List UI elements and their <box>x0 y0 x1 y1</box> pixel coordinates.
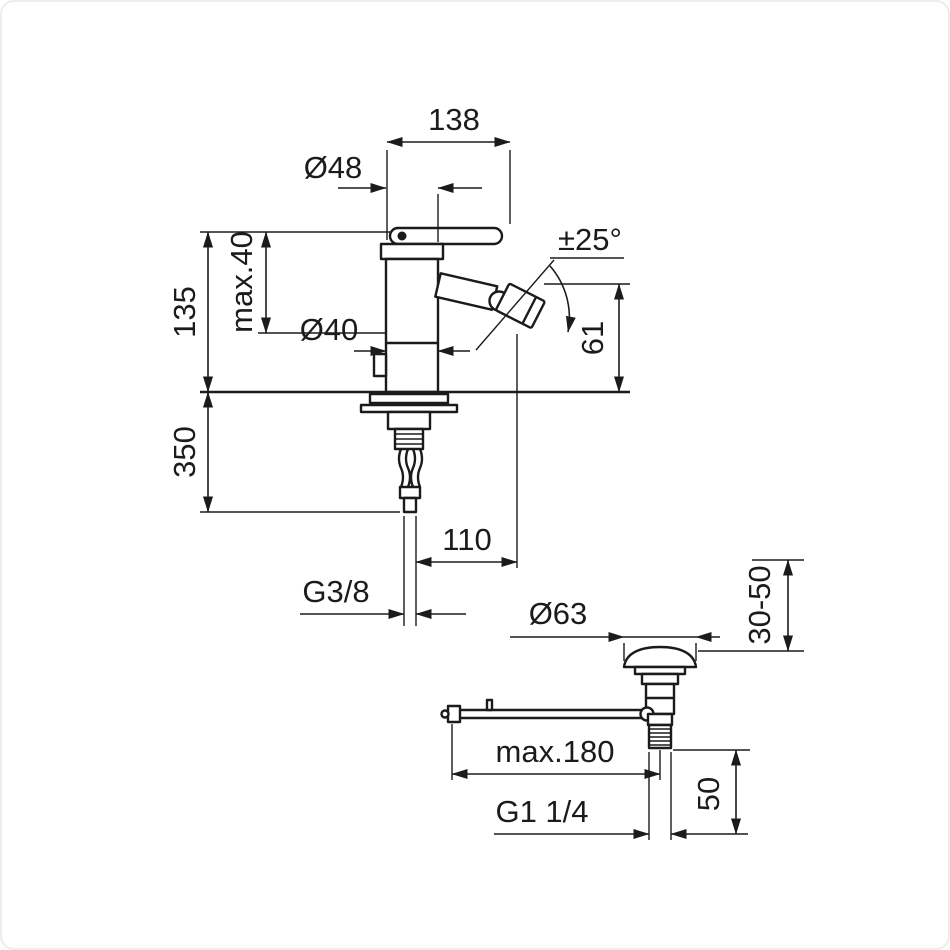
dim-hose-length-label: 350 <box>167 426 202 478</box>
dim-waste-thread: G1 1/4 <box>494 752 748 840</box>
hose-line <box>409 448 417 488</box>
dim-hose-length: 350 <box>167 391 400 513</box>
dim-base-diameter-label: Ø40 <box>300 312 359 347</box>
dim-max-deck-label: max.40 <box>224 231 259 333</box>
waste-cap-dome <box>622 645 698 669</box>
hose-thread-tip <box>402 496 418 514</box>
dim-overall-width: 138 <box>386 102 511 240</box>
hose-connector <box>398 485 422 500</box>
dim-spout-projection: 110 <box>415 334 518 568</box>
spout-tube-outline <box>434 272 499 311</box>
dim-cap-diameter: Ø63 <box>510 596 720 661</box>
dim-tail-length: 50 <box>673 749 750 835</box>
dim-waste-thread-label: G1 1/4 <box>495 794 588 829</box>
waste-lower-body <box>646 712 674 727</box>
faucet-cap <box>379 242 445 261</box>
angle-diagonal-line <box>475 259 555 351</box>
dim-tail-length-label: 50 <box>691 777 726 811</box>
dim-swivel-angle: ±25° <box>475 222 624 351</box>
dim-height-range-label: 30-50 <box>742 565 777 644</box>
hose-line <box>404 448 412 488</box>
dim-base-diameter: Ø40 <box>300 312 470 356</box>
dim-outlet-height: 61 <box>544 283 630 393</box>
base-flange <box>368 392 450 405</box>
spout-tube <box>434 272 499 311</box>
angle-arc <box>549 265 576 333</box>
mounting-nut <box>386 410 432 431</box>
faucet-front-view <box>200 226 630 514</box>
dim-overall-width-label: 138 <box>428 102 480 137</box>
dim-rod-length-label: max.180 <box>496 734 615 769</box>
rod-end-knob <box>440 709 450 719</box>
pop-up-rod <box>456 708 648 720</box>
body-side-tab <box>372 352 388 378</box>
dim-body-diameter: Ø48 <box>304 150 482 242</box>
faucet-body <box>384 257 440 394</box>
dim-supply-thread-label: G3/8 <box>302 574 369 609</box>
dim-outlet-height-label: 61 <box>575 321 610 355</box>
waste-assembly-view <box>440 645 698 750</box>
aerator <box>495 282 546 329</box>
dim-body-height-label: 135 <box>167 286 202 338</box>
dim-spout-projection-label: 110 <box>442 522 491 557</box>
dim-body-diameter-label: Ø48 <box>304 150 363 185</box>
waste-dimensions: Ø63 30-50 max.180 G1 1/4 50 <box>451 559 804 840</box>
waste-neck <box>640 672 680 686</box>
rod-pin <box>485 698 494 712</box>
handle-pivot-screw <box>397 231 407 241</box>
dim-rod-length: max.180 <box>451 724 661 780</box>
aerator-end-line <box>521 296 538 325</box>
rod-end-connector <box>446 704 462 724</box>
hose-line <box>397 448 405 488</box>
dim-left-stack: max.40 135 <box>167 231 390 393</box>
dim-height-range: 30-50 <box>698 559 804 652</box>
hose-line <box>416 448 424 488</box>
dim-cap-diameter-label: Ø63 <box>529 596 588 631</box>
dim-swivel-angle-label: ±25° <box>558 222 622 257</box>
faucet-dimensions: 138 Ø48 ±25° max.40 135 <box>167 102 630 626</box>
aerator-outline <box>495 282 546 329</box>
faucet-lever-handle <box>388 226 504 246</box>
dim-supply-thread: G3/8 <box>300 516 466 626</box>
